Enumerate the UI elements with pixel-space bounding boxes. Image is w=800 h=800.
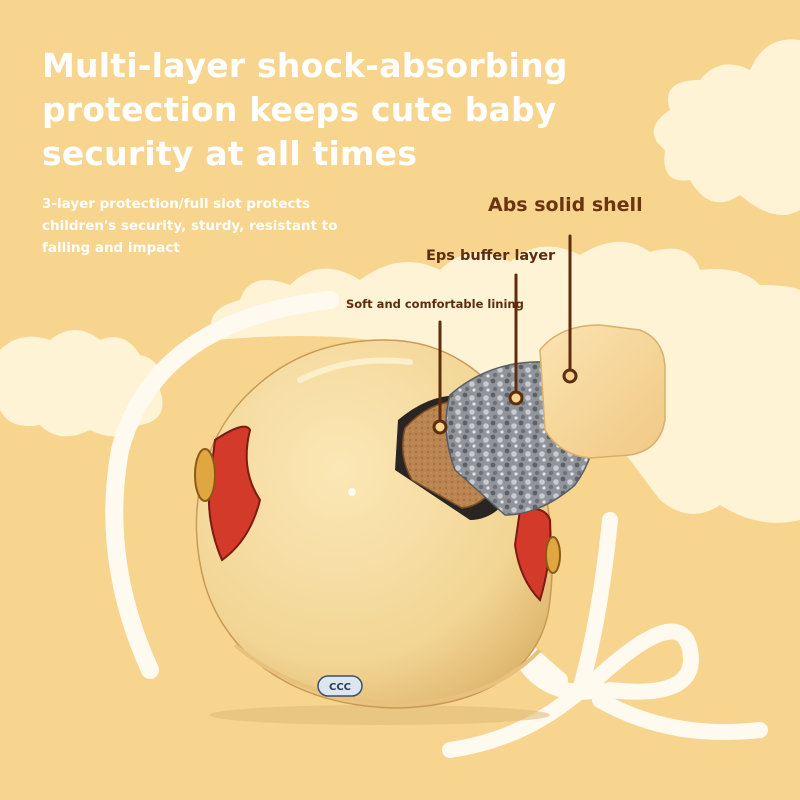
layer-cutaway (395, 324, 666, 520)
helmet-side-graphic-left (207, 425, 262, 562)
helmet-rim (233, 643, 542, 707)
callout-eps-layer: Eps buffer layer (426, 248, 556, 264)
headline-line-2: protection keeps cute baby (42, 90, 557, 129)
helmet-scratch-dot (348, 488, 356, 496)
helmet-highlight (297, 357, 413, 383)
lining-pointer-dot (432, 419, 448, 435)
headline-line-3: security at all times (42, 134, 418, 173)
callout-lining: Soft and comfortable lining (346, 297, 524, 311)
ccc-badge: CCC (317, 675, 363, 697)
abs-shell-plate (539, 324, 666, 459)
headline: Multi-layer shock-absorbing protection k… (42, 44, 602, 176)
callout-pointers (432, 234, 578, 435)
svg-text:CCC: CCC (329, 682, 351, 693)
cloud-left (0, 330, 163, 437)
feature-description-line-2: children's security, sturdy, resistant t… (42, 218, 338, 234)
feature-description-line-1: 3-layer protection/full slot protects (42, 196, 310, 212)
callout-abs-shell: Abs solid shell (488, 194, 643, 216)
headline-line-1: Multi-layer shock-absorbing (42, 46, 568, 85)
helmet-shadow (210, 705, 550, 725)
feature-description: 3-layer protection/full slot protects ch… (42, 193, 372, 259)
helmet-ear-knob-left (194, 448, 216, 502)
decorative-arc (105, 291, 339, 679)
cloud-top-right (653, 0, 800, 215)
feature-description-line-3: falling and impact (42, 240, 180, 256)
eps-pointer-dot (508, 390, 524, 406)
shell-pointer-dot (562, 368, 578, 384)
helmet-ear-knob-right (545, 536, 561, 574)
